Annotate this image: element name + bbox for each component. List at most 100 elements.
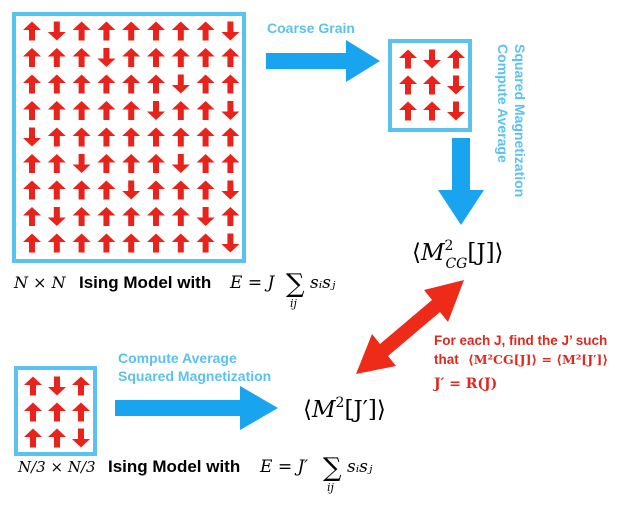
large-lattice-spins (23, 21, 240, 253)
large-spin-up-icon (122, 154, 141, 173)
large-spin-up-icon (122, 74, 141, 94)
coarse-lattice-spins (399, 49, 465, 121)
large-spin-up-icon (23, 74, 41, 94)
large-spin-up-icon (72, 233, 91, 253)
large-spin-down-icon (196, 207, 215, 226)
small-term: sᵢsⱼ (347, 457, 373, 477)
small-spin-down-icon (72, 428, 90, 448)
large-spin-up-icon (23, 233, 41, 253)
large-spin-up-icon (72, 180, 91, 200)
large-spin-up-icon (171, 207, 190, 226)
coarse-spin-up-icon (447, 49, 465, 69)
small-energy-lhs: E = J′ (259, 457, 308, 477)
large-spin-down-icon (23, 127, 41, 147)
large-spin-down-icon (72, 154, 91, 173)
large-spin-up-icon (147, 74, 165, 94)
mapping-note-line2-prefix: that (434, 352, 459, 367)
large-spin-up-icon (221, 48, 240, 67)
coarse-spin-up-icon (399, 101, 417, 121)
large-spin-up-icon (221, 127, 240, 147)
large-spin-up-icon (72, 101, 91, 120)
large-spin-up-icon (47, 74, 66, 94)
large-spin-up-icon (196, 154, 215, 173)
large-spin-up-icon (122, 48, 141, 67)
large-spin-up-icon (97, 101, 116, 120)
large-energy-lhs: E = J (229, 273, 275, 293)
large-spin-up-icon (72, 74, 91, 94)
large-term: sᵢsⱼ (310, 273, 336, 293)
compute-vertical-line1: Compute Average (495, 44, 511, 163)
large-model-caption: N × N Ising Model with E = J ∑ ij sᵢsⱼ (13, 269, 336, 310)
large-spin-down-icon (221, 101, 240, 120)
compute-right-arrow (115, 386, 278, 430)
large-spin-down-icon (171, 74, 190, 94)
large-spin-up-icon (47, 180, 66, 200)
large-spin-up-icon (171, 127, 190, 147)
large-spin-up-icon (23, 180, 41, 200)
large-spin-up-icon (97, 180, 116, 200)
small-model-caption: N/3 × N/3 Ising Model with E = J′ ∑ ij s… (17, 453, 373, 494)
large-spin-up-icon (47, 101, 66, 120)
large-spin-up-icon (196, 101, 215, 120)
small-lattice-frame (14, 366, 97, 456)
large-spin-up-icon (196, 180, 215, 200)
small-spin-up-icon (72, 402, 90, 422)
small-spin-up-icon (72, 376, 90, 396)
large-spin-up-icon (47, 48, 66, 67)
large-spin-up-icon (171, 21, 190, 41)
large-spin-up-icon (147, 48, 165, 67)
small-spin-up-icon (24, 428, 42, 448)
large-spin-up-icon (122, 101, 141, 120)
large-spin-up-icon (72, 21, 91, 41)
compute-horizontal-line1: Compute Average (118, 350, 237, 366)
mapping-note: For each J, find the J’ such that ⟨M²CG[… (432, 333, 608, 392)
large-spin-up-icon (47, 127, 66, 147)
large-spin-up-icon (72, 207, 91, 226)
large-spin-up-icon (171, 233, 190, 253)
large-spin-down-icon (171, 154, 190, 173)
large-spin-up-icon (122, 233, 141, 253)
large-spin-up-icon (147, 233, 165, 253)
large-spin-down-icon (122, 180, 141, 200)
coarse-spin-up-icon (423, 75, 441, 95)
large-size-expr: N × N (13, 273, 67, 292)
large-spin-up-icon (171, 48, 190, 67)
large-sum-symbol: ∑ (286, 269, 305, 299)
large-spin-up-icon (23, 48, 41, 67)
large-spin-up-icon (147, 154, 165, 173)
large-spin-up-icon (171, 180, 190, 200)
small-spin-up-icon (24, 376, 42, 396)
small-lattice (14, 366, 97, 456)
coarse-spin-up-icon (399, 75, 417, 95)
large-spin-up-icon (97, 207, 116, 226)
m2-cg-argument: [J]⟩ (467, 240, 503, 266)
large-spin-up-icon (23, 207, 41, 226)
large-spin-up-icon (47, 154, 66, 173)
large-spin-up-icon (196, 74, 215, 94)
small-sum-symbol: ∑ (323, 453, 342, 483)
coarse-grain-label: Coarse Grain (267, 20, 355, 36)
large-spin-up-icon (97, 233, 116, 253)
large-spin-up-icon (97, 21, 116, 41)
m2-superscript: 2 (336, 395, 345, 411)
large-lattice (12, 12, 246, 263)
large-spin-up-icon (147, 127, 165, 147)
mapping-note-line2-math: ⟨M²CG[J]⟩ = ⟨M²[J′]⟩ (468, 352, 608, 367)
large-spin-up-icon (221, 74, 240, 94)
m2-argument: [J′]⟩ (344, 397, 385, 423)
m2-cg-open-bracket: ⟨ (412, 240, 421, 266)
large-spin-up-icon (221, 207, 240, 226)
svg-text:⟨M2[J′]⟩: ⟨M2[J′]⟩ (303, 395, 386, 423)
mapping-note-line1: For each J, find the J’ such (434, 333, 607, 348)
svg-text:⟨M2CG[J]⟩: ⟨M2CG[J]⟩ (412, 238, 504, 272)
large-spin-up-icon (97, 74, 116, 94)
m2-cg-superscript: 2 (445, 238, 454, 254)
large-spin-down-icon (47, 207, 66, 226)
large-spin-up-icon (196, 21, 215, 41)
large-spin-up-icon (23, 21, 41, 41)
large-spin-down-icon (221, 180, 240, 200)
large-spin-up-icon (196, 48, 215, 67)
small-caption-text: Ising Model with (108, 457, 240, 476)
large-spin-up-icon (147, 207, 165, 226)
large-spin-up-icon (97, 154, 116, 173)
